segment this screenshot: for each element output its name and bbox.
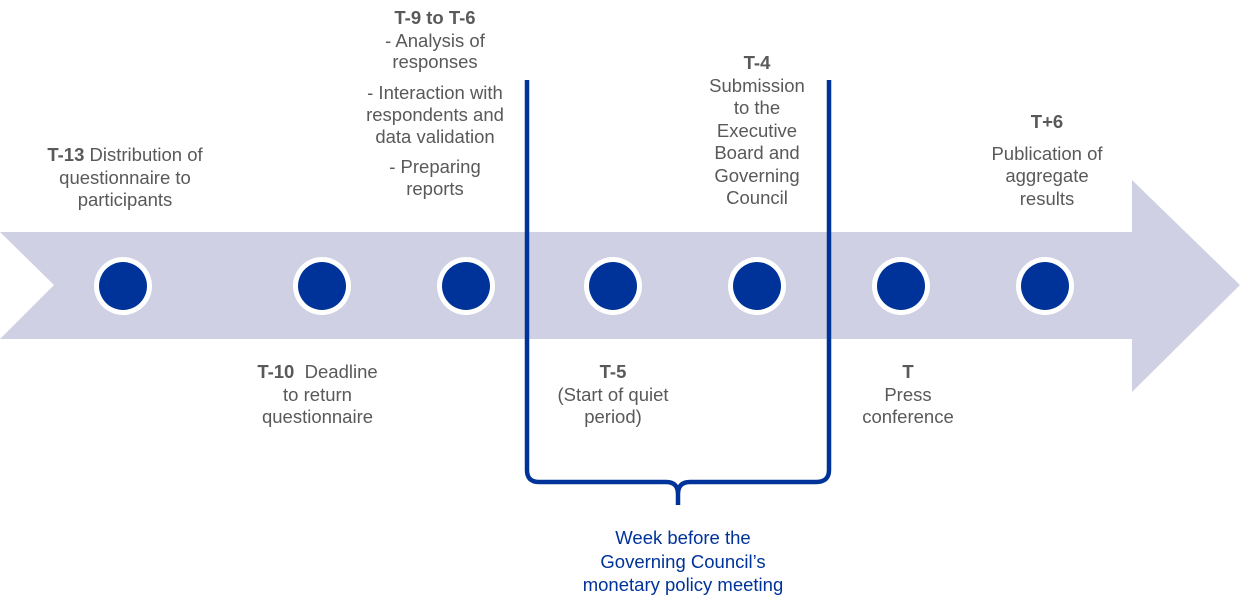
milestone-t5-line: period): [584, 406, 642, 427]
milestone-t6-label: T+6 Publication of aggregate results: [962, 111, 1132, 210]
milestone-dot-fill: [1021, 262, 1069, 310]
milestone-t-code: T: [902, 361, 914, 382]
milestone-t5-label: T-5 (Start of quiet period): [528, 361, 698, 429]
milestone-t9-t6-line: reports: [406, 177, 464, 199]
milestone-t9-t6-line: - Interaction with: [367, 82, 503, 104]
milestone-t13-label: T-13 Distribution of questionnaire to pa…: [20, 144, 230, 212]
milestone-t13-line: Distribution of: [89, 144, 203, 165]
milestone-dot: [872, 257, 930, 315]
milestone-t5-line: (Start of quiet: [557, 383, 669, 405]
milestone-t-line: conference: [862, 406, 954, 427]
milestone-t4-line: Board and: [714, 142, 800, 163]
milestone-t13-line: questionnaire to: [59, 166, 191, 188]
milestone-t9-t6-label: T-9 to T-6 - Analysis of responses - Int…: [335, 7, 535, 200]
milestone-t9-t6-line: - Preparing: [389, 156, 481, 178]
milestone-t6-line: aggregate: [1005, 165, 1089, 186]
milestone-dot: [584, 257, 642, 315]
milestone-t6-line: results: [1019, 187, 1075, 209]
milestone-t9-t6-line: - Analysis of: [385, 29, 485, 51]
milestone-t9-t6-line: responses: [392, 51, 478, 73]
milestone-t4-line: Executive: [716, 119, 798, 141]
milestone-dot: [1016, 257, 1074, 315]
milestone-t4-line: Governing: [714, 164, 800, 186]
milestone-t4-line: to the: [733, 97, 781, 118]
bracket-label-line: Governing Council’s: [600, 550, 766, 572]
milestone-dot-fill: [589, 262, 637, 310]
quiet-period-bracket-label: Week before the Governing Council’s mone…: [548, 526, 818, 597]
milestone-t9-t6-line: respondents and: [366, 103, 504, 125]
milestone-t13-code: T-13: [47, 144, 85, 165]
quiet-period-bracket: [524, 80, 832, 505]
milestone-t10-line: Deadline: [304, 361, 378, 382]
milestone-t10-line: to return: [283, 383, 352, 405]
milestone-dot-fill: [733, 262, 781, 310]
milestone-t-label: T Press conference: [828, 361, 988, 429]
milestone-t-line: Press: [884, 383, 932, 405]
milestone-t4-line: Submission: [709, 74, 805, 96]
milestone-dot-fill: [877, 262, 925, 310]
milestone-t13-line: participants: [77, 189, 173, 210]
milestone-t6-code: T+6: [1030, 111, 1064, 132]
milestone-dot-fill: [298, 262, 346, 310]
milestone-dot-fill: [99, 262, 147, 310]
milestone-t5-code: T-5: [599, 361, 627, 382]
milestone-t9-t6-code: T-9 to T-6: [394, 7, 476, 28]
milestone-t10-line: questionnaire: [261, 406, 374, 427]
milestone-t4-code: T-4: [743, 52, 771, 73]
milestone-t10-label: T-10 Deadline to return questionnaire: [215, 361, 420, 429]
milestone-dot: [728, 257, 786, 315]
milestone-t9-t6-line: data validation: [375, 125, 495, 147]
milestone-dot-fill: [442, 262, 490, 310]
milestone-dot: [94, 257, 152, 315]
bracket-label-line: Week before the: [615, 527, 751, 548]
milestone-dot: [293, 257, 351, 315]
milestone-t4-label: T-4 Submission to the Executive Board an…: [677, 52, 837, 210]
milestone-dot: [437, 257, 495, 315]
milestone-t10-code: T-10: [257, 361, 295, 382]
milestone-t6-line: Publication of: [991, 142, 1103, 164]
bracket-label-line: monetary policy meeting: [582, 574, 784, 595]
milestone-t4-line: Council: [726, 187, 788, 208]
